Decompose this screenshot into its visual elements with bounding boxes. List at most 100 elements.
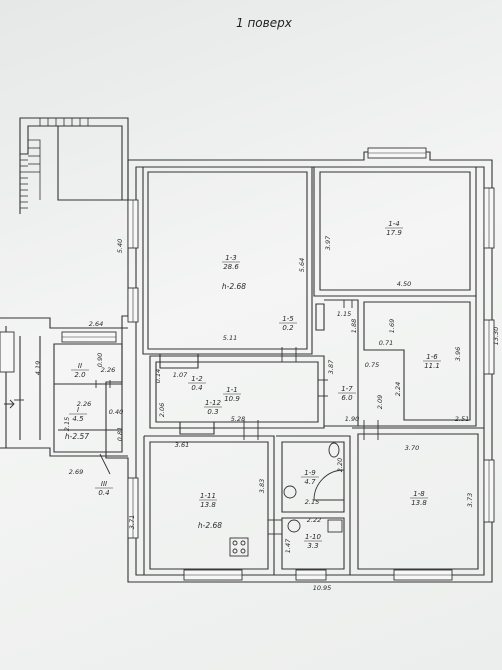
room-height: h-2.68 [222, 282, 246, 291]
dimension-label: 2.20 [336, 458, 344, 472]
dimension-label: 1.15 [337, 310, 351, 318]
room-id: 1-8 [413, 490, 425, 498]
room-label: 1-50.2 [279, 315, 297, 332]
dimension-label: 2.09 [376, 395, 384, 409]
dimension-label: 1.07 [173, 371, 188, 379]
room-id: 1-11 [200, 492, 216, 500]
doors [95, 300, 379, 535]
dimension-label: 3.70 [405, 444, 419, 452]
dimension-label: 2.15 [305, 498, 319, 506]
dimension-label: 2.26 [101, 366, 115, 374]
room-label: I4.5 h-2.57 [65, 406, 89, 441]
room-label: 1-103.3 [304, 533, 322, 550]
dimension-label: 2.06 [158, 403, 166, 417]
dimension-label: 3.87 [327, 359, 335, 374]
dimension-label: 3.83 [258, 479, 266, 493]
dimension-label: 0.75 [365, 361, 379, 369]
room-area: 28.6 [223, 263, 239, 271]
room-label: 1-417.9 [385, 220, 403, 237]
dimension-label: 1.47 [284, 538, 292, 553]
dimension-label: 5.40 [116, 239, 124, 253]
room-area: 3.3 [307, 542, 318, 550]
plan-title: 1 поверх [236, 16, 293, 30]
room-id: 1-7 [341, 385, 353, 393]
room-area: 13.8 [200, 501, 216, 509]
room-id: 1-6 [426, 353, 438, 361]
room-label: 1-120.3 [204, 399, 222, 416]
stairs [20, 118, 89, 209]
room-id: I [77, 406, 79, 414]
dimension-label: 1.69 [388, 319, 396, 333]
room-label: II2.0 [71, 362, 89, 379]
dimension-label: 2.24 [394, 382, 402, 396]
dimension-label: 0.81 [116, 427, 124, 441]
room-id: 1-1 [226, 386, 237, 394]
dimension-label: 0.14 [154, 369, 162, 383]
dimension-label: 0.40 [109, 408, 123, 416]
dimension-label: 1.90 [345, 415, 359, 423]
walls [0, 117, 493, 583]
room-area: 6.0 [341, 394, 353, 402]
dimension-label: 2.64 [89, 320, 103, 328]
dimension-label: 0.90 [96, 353, 104, 367]
room-id: 1-12 [205, 399, 221, 407]
room-id: 1-5 [282, 315, 294, 323]
toilet-icon [328, 442, 340, 458]
dimension-label: 2.26 [77, 400, 91, 408]
room-label: 1-813.8 [410, 490, 428, 507]
room-label: 1-94.7 [301, 469, 319, 486]
dimension-label: 5.11 [223, 334, 237, 342]
room-label: 1-328.6h-2.68 [222, 254, 246, 291]
room-id: 1-9 [304, 469, 316, 477]
windows [0, 147, 495, 581]
dimension-label: 2.15 [63, 417, 71, 431]
room-area: 4.7 [304, 478, 316, 486]
dimension-label: 3.71 [128, 515, 136, 529]
room-height: h-2.57 [65, 432, 89, 441]
room-label: 1-110.9 [223, 386, 241, 403]
sink-icon [283, 485, 297, 499]
room-label: 1-611.1 [423, 353, 441, 370]
room-label: 1-76.0 [338, 385, 356, 402]
dimension-label: 13.30 [492, 327, 500, 346]
dimension-label: 3.97 [324, 235, 332, 250]
dimension-labels: 5.40 5.64 3.97 4.50 5.11 1.151.88 1.69 13.30 3.9… [34, 235, 500, 592]
dimension-label: 5.28 [231, 415, 245, 423]
dimension-label: 5.64 [298, 258, 306, 272]
room-labels: 1-110.91-20.41-328.6h-2.681-417.91-50.21… [65, 220, 441, 550]
room-area: 0.2 [282, 324, 294, 332]
room-id: 1-4 [388, 220, 399, 228]
room-id: 1-10 [305, 533, 321, 541]
room-area: 0.4 [98, 489, 109, 497]
dimension-label: 10.95 [313, 584, 332, 592]
dimension-label: 3.61 [175, 441, 189, 449]
dimension-label: 4.50 [397, 280, 411, 288]
dimension-label: 2.51 [455, 415, 469, 423]
bathtub-icon [327, 519, 343, 533]
dimension-label: 0.71 [379, 339, 393, 347]
room-area: 11.1 [424, 362, 440, 370]
room-area: 0.4 [191, 384, 202, 392]
entrance-arrow-icon [4, 399, 15, 409]
dimension-label: 3.96 [454, 347, 462, 361]
dimension-label: 3.73 [466, 493, 474, 507]
room-area: 17.9 [386, 229, 402, 237]
room-height: h-2.68 [198, 521, 222, 530]
dimension-label: 4.19 [34, 361, 42, 375]
fixtures [14, 399, 345, 557]
room-area: 4.5 [72, 415, 84, 423]
room-area: 13.8 [411, 499, 427, 507]
window-mullions [62, 152, 490, 576]
room-area: 10.9 [224, 395, 240, 403]
room-label: 1-20.4 [188, 375, 206, 392]
dimension-label: 1.88 [350, 319, 358, 333]
room-id: 1-2 [191, 375, 203, 383]
stove-icon [229, 537, 249, 557]
room-id: II [78, 362, 82, 370]
room-area: 0.3 [207, 408, 218, 416]
room-area: 2.0 [74, 371, 86, 379]
dimension-label: 2.69 [69, 468, 83, 476]
